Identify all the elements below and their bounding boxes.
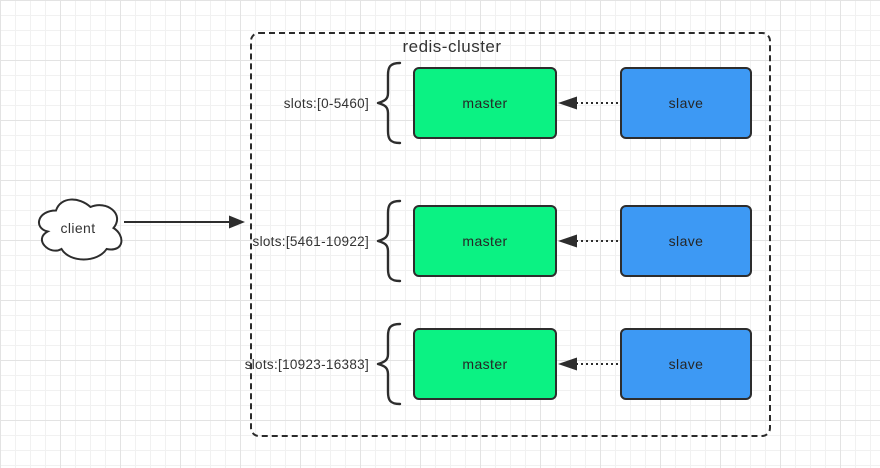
client-label: client: [60, 220, 96, 236]
master-label: master: [462, 356, 508, 372]
slave-label: slave: [668, 95, 704, 111]
curly-brace-row3: [376, 322, 402, 406]
master-node-row1[interactable]: master: [413, 67, 557, 139]
slave-node-row3[interactable]: slave: [620, 328, 752, 400]
master-label: master: [462, 233, 508, 249]
slots-label-row2: slots:[5461-10922]: [252, 233, 369, 249]
replication-arrow-row3: [558, 357, 618, 371]
master-node-row2[interactable]: master: [413, 205, 557, 277]
cloud-shape[interactable]: [38, 198, 123, 261]
slave-node-row2[interactable]: slave: [620, 205, 752, 277]
cluster-container[interactable]: [250, 32, 771, 437]
client-to-cluster-arrow: [124, 215, 245, 229]
master-label: master: [462, 95, 508, 111]
slots-label-row1: slots:[0-5460]: [283, 95, 369, 111]
slots-label-row3: slots:[10923-16383]: [244, 356, 369, 372]
curly-brace-row1: [376, 61, 402, 145]
replication-arrow-row2: [558, 234, 618, 248]
slave-node-row1[interactable]: slave: [620, 67, 752, 139]
replication-arrow-row1: [558, 96, 618, 110]
curly-brace-row2: [376, 199, 402, 283]
slave-label: slave: [668, 233, 704, 249]
client-node[interactable]: [38, 198, 123, 261]
cluster-title: redis-cluster: [402, 37, 502, 56]
master-node-row3[interactable]: master: [413, 328, 557, 400]
slave-label: slave: [668, 356, 704, 372]
